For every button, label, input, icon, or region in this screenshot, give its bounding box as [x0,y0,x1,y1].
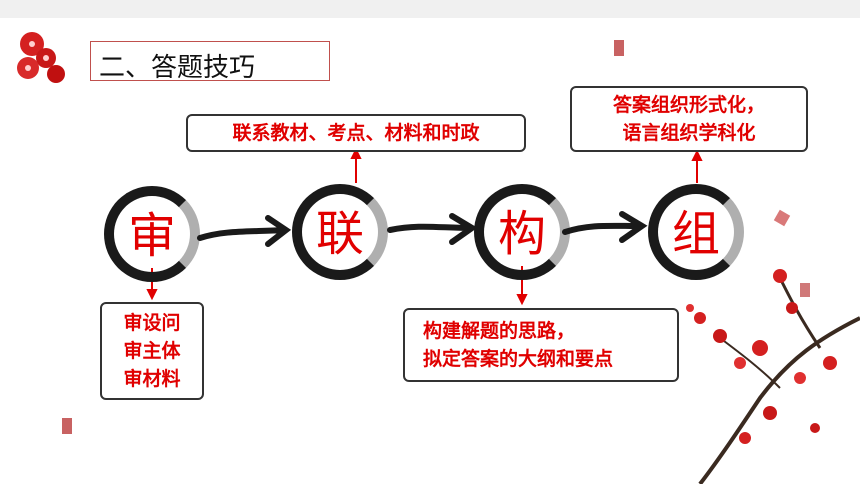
step-char: 联 [315,206,364,262]
callout-text: 联系教材、考点、材料和时政 [232,122,480,144]
callout-line: 构建解题的思路， [423,320,576,342]
arrow-shen-to-lian [197,215,292,247]
step-gou: 构 [474,184,570,280]
connector-shen-head [146,289,158,301]
step-char: 构 [497,206,546,262]
seal-stamp-icon [614,40,624,56]
ink-ring [648,184,744,280]
ink-ring [474,184,570,280]
step-lian: 联 [292,184,388,280]
ink-ring [104,186,200,282]
step-zu: 组 [648,184,744,280]
callout-line: 答案组织形式化， [612,94,765,116]
callout-line: 拟定答案的大纲和要点 [423,348,614,370]
connector-zu-head [691,149,703,161]
callout-zu: 答案组织形式化， 语言组织学科化 [570,86,808,152]
arrow-lian-to-gou [387,213,478,245]
decorations [17,32,860,484]
seal-stamp-icon [800,283,810,297]
plum-blossom-icon [17,32,65,83]
connector-lian-head [350,147,362,159]
arrow-gou-to-zu [562,211,648,243]
callout-lian: 联系教材、考点、材料和时政 [186,114,526,152]
callout-line: 审材料 [123,368,181,390]
page-title: 二、答题技巧 [99,53,256,83]
connector-gou-head [516,294,528,306]
callout-line: 审主体 [123,340,181,362]
plum-branch-icon [686,269,860,484]
flow-arrows [197,211,648,247]
ink-ring [292,184,388,280]
seal-stamp-icon [62,418,72,434]
callout-gou: 构建解题的思路， 拟定答案的大纲和要点 [403,308,679,382]
callout-shen: 审设问 审主体 审材料 [100,302,204,400]
callout-line: 语言组织学科化 [622,122,756,144]
title-frame: 二、答题技巧 [90,41,330,83]
step-shen: 审 [104,186,200,282]
seal-stamp-icon [773,209,791,227]
slide: 二、答题技巧 审 联 构 组 联系教材、考点、材料和时政 答案组织形式化， 语言… [0,18,860,484]
callout-line: 审设问 [123,312,181,334]
step-char: 审 [127,208,176,264]
step-char: 组 [671,206,720,262]
